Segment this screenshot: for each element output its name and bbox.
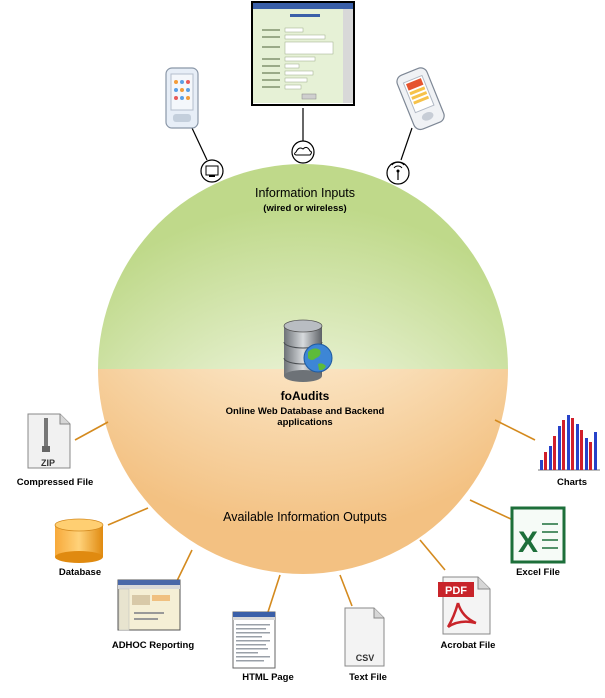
wireless-connector-icon	[386, 161, 410, 185]
zip-file-icon: ZIP	[27, 413, 71, 469]
main-circle	[98, 164, 508, 574]
database-cylinder-icon	[54, 518, 104, 563]
report-window-icon	[117, 579, 181, 631]
label-charts: Charts	[556, 477, 588, 488]
zip-icon-label: ZIP	[41, 458, 55, 468]
csv-file-icon: CSV	[344, 607, 385, 667]
csv-icon-label: CSV	[356, 653, 375, 663]
inputs-subtitle: (wired or wireless)	[263, 203, 347, 214]
internet-connector-icon	[291, 140, 315, 164]
html-page-icon	[232, 611, 276, 669]
excel-icon: X	[510, 506, 566, 564]
label-compressed-file: Compressed File	[16, 477, 94, 488]
database-globe-icon	[283, 319, 333, 382]
pdf-file-icon: PDF	[438, 576, 491, 635]
pda-device-icon	[165, 67, 199, 129]
center-description: Online Web Database and Backend applicat…	[225, 406, 385, 428]
label-excel-file: Excel File	[516, 567, 560, 578]
svg-text:X: X	[518, 526, 538, 559]
web-form-screenshot-icon	[251, 1, 355, 106]
label-database: Database	[58, 567, 102, 578]
handheld-device-icon	[396, 67, 445, 131]
label-acrobat-file: Acrobat File	[440, 640, 496, 651]
inputs-title: Information Inputs	[254, 186, 356, 200]
label-html-page: HTML Page	[242, 672, 294, 683]
outputs-half	[98, 369, 508, 574]
output-connector-lines	[74, 419, 536, 613]
ethernet-connector-icon	[200, 159, 224, 183]
center-title: foAudits	[280, 389, 330, 403]
pdf-icon-label: PDF	[445, 585, 467, 597]
label-adhoc-reporting: ADHOC Reporting	[111, 640, 195, 651]
label-text-file: Text File	[349, 672, 387, 683]
bar-chart-icon	[538, 415, 600, 471]
inputs-half	[98, 164, 508, 369]
input-connector-lines	[191, 108, 413, 161]
outputs-title: Available Information Outputs	[223, 510, 387, 524]
